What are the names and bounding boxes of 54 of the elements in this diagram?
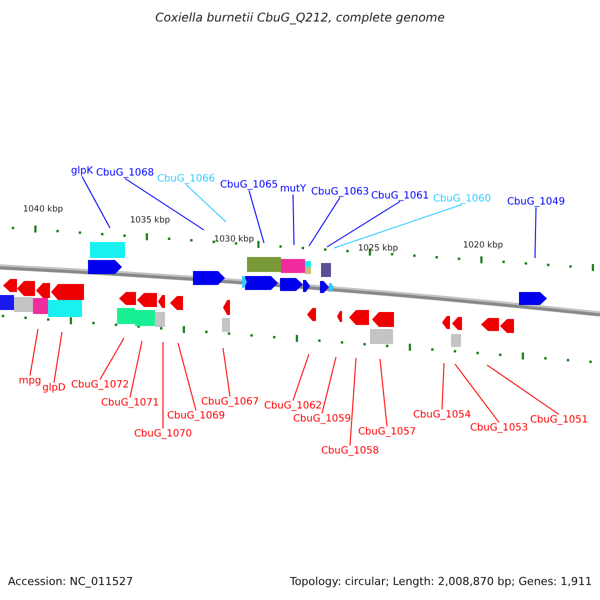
leader-line [248,190,264,244]
leader-line [30,328,38,376]
leader-line [326,201,400,248]
leader-line [100,338,124,380]
scale-label: 1035 kbp [130,216,170,226]
gene-label: CbuG_1060 [432,194,492,204]
gene-label: CbuG_1062 [263,400,323,412]
leader-line [334,204,462,248]
gene-label: CbuG_1068 [95,168,155,178]
gene-label: CbuG_1059 [292,414,352,424]
gene-label: CbuG_1049 [506,196,566,208]
leader-line [350,358,356,446]
scale-label: 1020 kbp [462,241,504,251]
footer-text: Accession: NC_011527 [8,576,134,588]
scale-label: 1025 kbp [358,244,398,254]
scale-label: 1040 kbp [22,205,64,215]
gene-label: CbuG_1069 [166,410,226,422]
leader-line [130,340,142,398]
leader-line [222,348,230,397]
leader-line [292,194,294,246]
gene-label: CbuG_1051 [529,414,589,426]
gene-label: CbuG_1054 [412,410,472,420]
gene-label: CbuG_1061 [370,190,430,202]
gene-label: CbuG_1067 [200,396,260,408]
gene-label: CbuG_1057 [357,426,417,438]
leader-line [534,207,536,258]
leader-line [186,184,226,222]
gene-label: mutY [278,184,308,194]
leader-line [454,364,500,423]
leader-line [292,354,310,401]
leader-line [442,362,444,410]
leader-line [54,332,62,383]
gene-label: CbuG_1072 [70,380,130,390]
gene-label: CbuG_1065 [219,180,279,190]
leader-line [322,356,336,414]
leader-line [380,358,388,427]
leader-line [178,342,196,411]
gene-label: CbuG_1063 [310,186,370,198]
leader-line [162,342,164,429]
gene-label: glpD [41,382,67,394]
footer-text: Topology: circular; Length: 2,008,870 bp; Genes: 1,911 [290,576,592,588]
gene-label: CbuG_1058 [320,446,380,456]
leader-line [82,176,110,228]
leader-line [308,197,340,246]
gene-label: glpK [70,166,94,176]
gene-label: CbuG_1070 [133,428,193,440]
gene-label: CbuG_1053 [469,422,529,434]
scale-label: 1030 kbp [214,235,254,245]
leader-line [486,364,560,415]
gene-label: mpg [18,376,42,386]
gene-label: CbuG_1066 [156,174,216,184]
gene-label: CbuG_1071 [100,398,160,408]
title: Coxiella burnetii CbuG_Q212, complete genome [155,11,445,25]
leader-line [124,178,204,230]
